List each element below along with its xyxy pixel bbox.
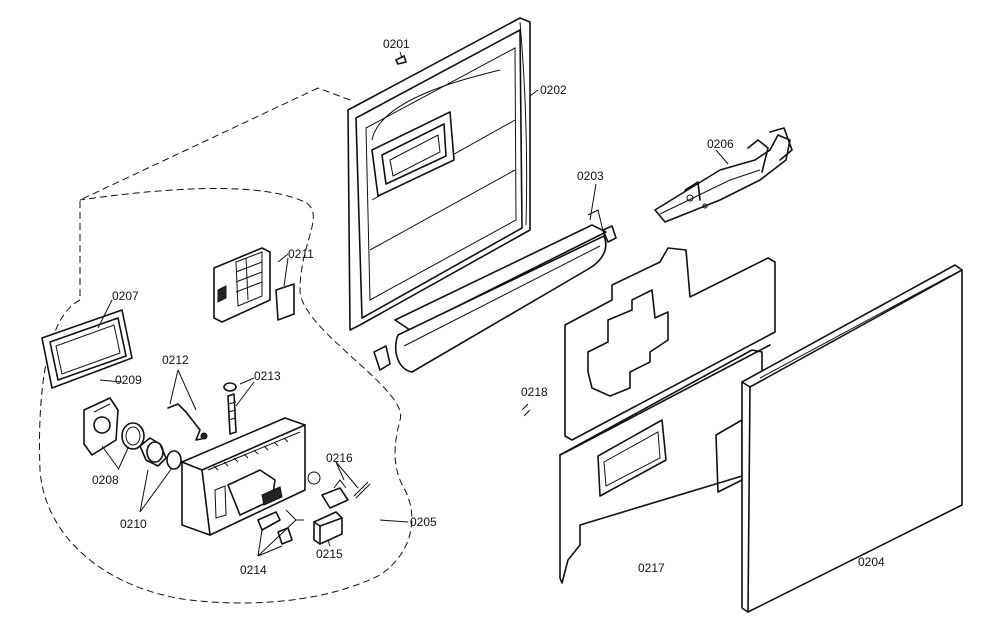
label-0214: 0214 — [240, 563, 267, 577]
label-0208: 0208 — [92, 473, 119, 487]
part-0204-outer-panel — [741, 264, 963, 613]
label-0215: 0215 — [316, 547, 343, 561]
part-0210-bushing — [139, 437, 182, 470]
label-0209: 0209 — [115, 373, 142, 387]
part-0202-inner-door — [347, 17, 531, 331]
label-0206: 0206 — [707, 137, 734, 151]
label-0217: 0217 — [638, 561, 665, 575]
part-0208-actuator — [83, 397, 119, 456]
part-0216-springs — [321, 479, 371, 509]
leader-lines — [97, 51, 729, 557]
part-0212-spring — [167, 403, 208, 441]
label-0212: 0212 — [162, 353, 189, 367]
part-0203-door-strip — [373, 209, 617, 373]
part-0214-levers — [257, 509, 304, 545]
label-0213: 0213 — [254, 369, 281, 383]
part-0213-pin — [223, 382, 237, 435]
assembly-0205-outline — [38, 87, 413, 604]
label-0207: 0207 — [112, 289, 139, 303]
part-0211-switch-block — [213, 247, 295, 323]
part-0209-ring — [121, 422, 145, 450]
label-0216: 0216 — [326, 451, 353, 465]
label-0202: 0202 — [540, 83, 567, 97]
label-0210: 0210 — [120, 517, 147, 531]
part-0206-hinge — [654, 127, 793, 223]
part-0218-insulation — [521, 247, 776, 441]
label-0218: 0218 — [521, 385, 548, 399]
label-0203: 0203 — [577, 169, 604, 183]
label-0201: 0201 — [383, 37, 410, 51]
part-0215-switch — [313, 511, 343, 545]
label-0204: 0204 — [858, 555, 885, 569]
label-0211: 0211 — [288, 247, 314, 261]
control-module — [181, 417, 321, 536]
part-0201-screw — [395, 55, 407, 65]
label-0205: 0205 — [410, 515, 437, 529]
part-0207-frame — [41, 309, 133, 389]
